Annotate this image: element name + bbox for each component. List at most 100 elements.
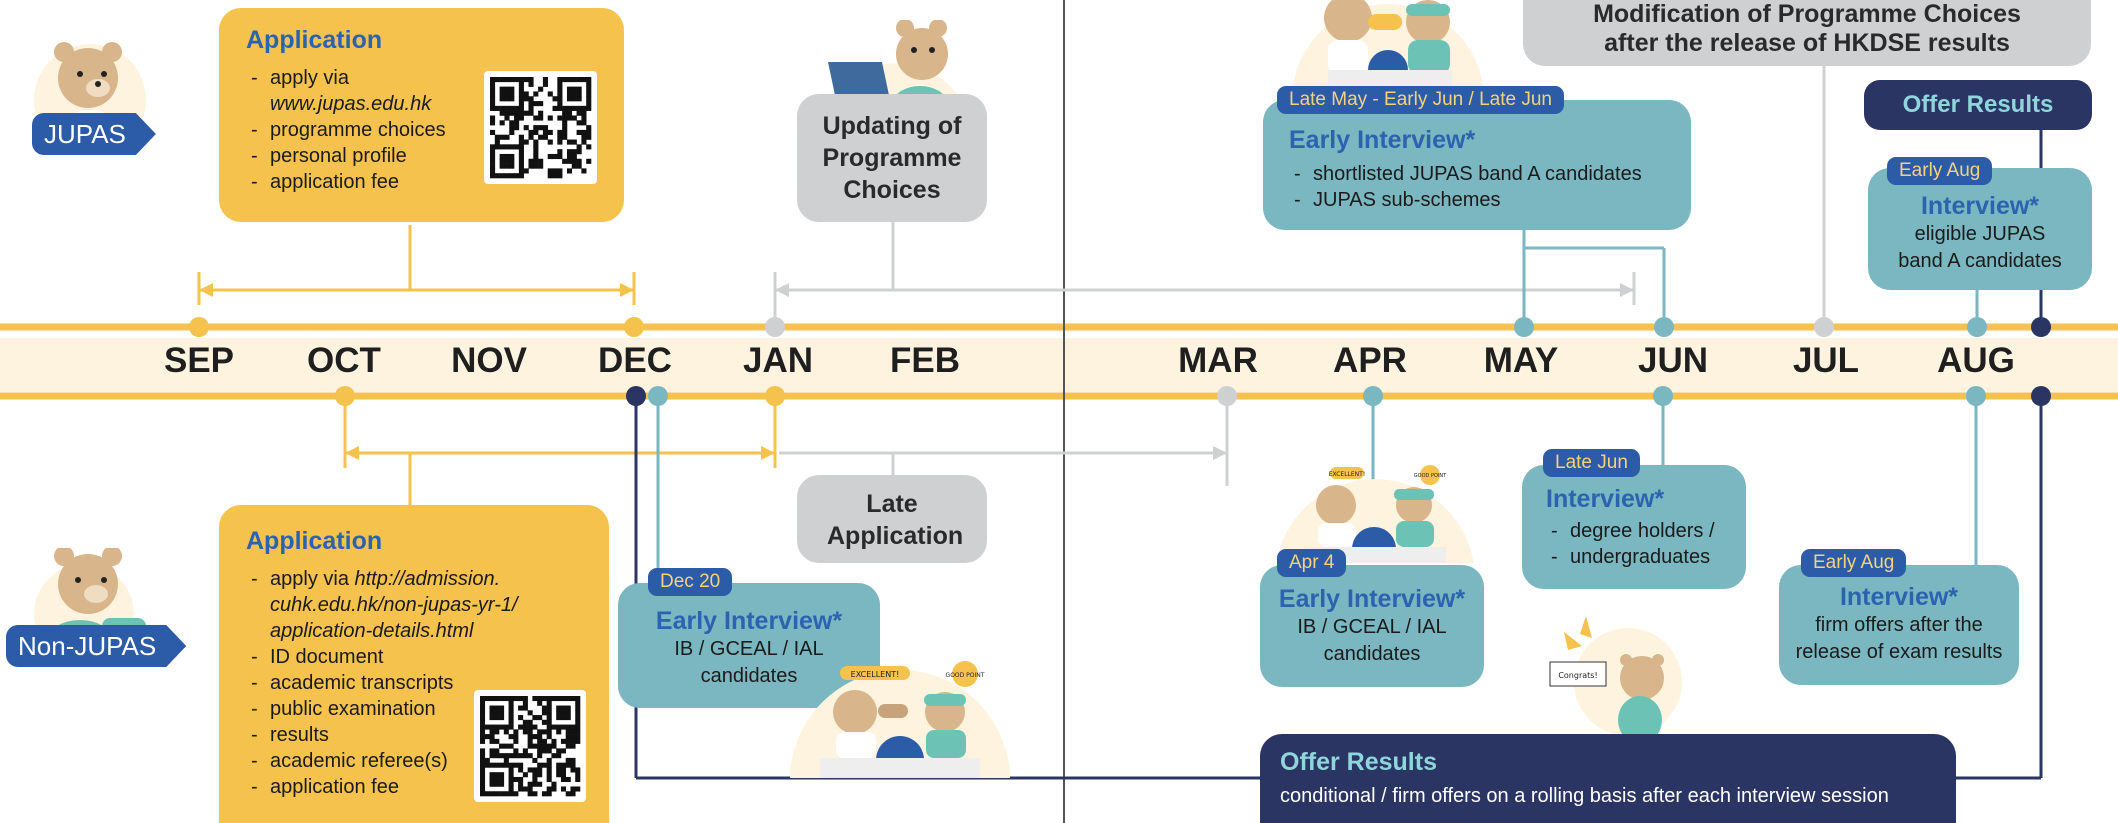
timeline-dot (1363, 386, 1383, 406)
early-interview-dec-title: Early Interview* (655, 607, 843, 635)
list-item: JUPAS sub-schemes (1289, 187, 1691, 213)
interview-jun-list: degree holders / undergraduates (1546, 518, 1746, 570)
updating-choices-box: Updating of Programme Choices (797, 94, 987, 222)
timeline-dot (1217, 386, 1237, 406)
interview-aug-jupas-date: Early Aug (1887, 157, 1993, 185)
timeline-dot (1654, 317, 1674, 337)
interview-aug-nonjupas-box: Interview* firm offers after the release… (1779, 565, 2019, 685)
early-interview-jupas-title: Early Interview* (1289, 126, 1476, 154)
list-item: academic transcripts (246, 670, 609, 696)
early-interview-jupas-box: Early Interview* shortlisted JUPAS band … (1263, 100, 1691, 230)
list-item: degree holders / (1546, 518, 1746, 544)
early-interview-apr-date: Apr 4 (1277, 549, 1347, 577)
offer-results-top-label: Offer Results (1902, 91, 2054, 118)
excellent-bubble-text: EXCELLENT! (1329, 471, 1365, 478)
congrats-sign-text: Congrats! (1558, 671, 1597, 680)
excellent-bubble-text: EXCELLENT! (851, 670, 900, 679)
late-application-box: Late Application (797, 475, 987, 563)
interview-jun-box: Interview* degree holders / undergraduat… (1522, 465, 1746, 589)
good-point-bubble-text: GOOD POINT (1414, 473, 1447, 479)
early-interview-apr-line-1: IB / GCEAL / IAL (1297, 616, 1447, 638)
month-label-may: MAY (1483, 341, 1559, 380)
month-label-nov: NOV (451, 341, 527, 380)
jupas-application-title: Application (246, 26, 383, 54)
month-label-oct: OCT (307, 341, 381, 380)
nonjupas-application-title: Application (246, 527, 383, 555)
updating-choices-label: Updating of Programme Choices (822, 112, 962, 204)
nonjupas-link-line-2[interactable]: cuhk.edu.hk/non-jupas-yr-1/ (270, 594, 518, 616)
early-interview-dec-line-1: IB / GCEAL / IAL (674, 638, 824, 660)
jupas-website-link[interactable]: www.jupas.edu.hk (270, 93, 432, 115)
interview-aug-nonjupas-date: Early Aug (1801, 549, 1907, 577)
early-interview-jupas-date: Late May - Early Jun / Late Jun (1277, 86, 1564, 114)
early-interview-jupas-list: shortlisted JUPAS band A candidates JUPA… (1289, 161, 1691, 213)
interview-aug-nonjupas-line-2: release of exam results (1795, 641, 2003, 663)
early-interview-dec-line-2: candidates (700, 665, 798, 687)
timeline-dot (765, 386, 785, 406)
good-point-bubble-text: GOOD POINT (946, 672, 985, 679)
month-label-mar: MAR (1178, 341, 1258, 380)
modification-line-2: after the release of HKDSE results (1604, 29, 2010, 57)
list-item: personal profile (246, 143, 624, 169)
month-label-jul: JUL (1792, 341, 1860, 380)
nonjupas-link-line-1[interactable]: http://admission. (354, 568, 501, 590)
interview-aug-jupas-line-1: eligible JUPAS (1914, 223, 2046, 245)
month-label-apr: APR (1333, 341, 1407, 380)
timeline-dot (1967, 317, 1987, 337)
interview-aug-jupas-line-2: band A candidates (1898, 250, 2062, 272)
timeline-dot (648, 386, 668, 406)
interview-jun-date: Late Jun (1543, 449, 1640, 477)
month-label-sep: SEP (163, 341, 235, 380)
modification-box: Modification of Programme Choices after … (1523, 0, 2091, 66)
timeline-dot (1514, 317, 1534, 337)
month-label-dec: DEC (598, 341, 672, 380)
late-application-label: Late Application (827, 490, 964, 550)
list-item: application fee (246, 774, 609, 800)
offer-results-bottom-title: Offer Results (1280, 748, 1437, 776)
timeline-dot (189, 317, 209, 337)
nonjupas-link-line-3[interactable]: application-details.html (270, 620, 474, 642)
month-label-aug: AUG (1937, 341, 2015, 380)
timeline-dot (1653, 386, 1673, 406)
interview-illustration-top (1292, 0, 1484, 96)
interview-aug-jupas-title: Interview* (1920, 192, 2040, 220)
timeline-dot (2031, 317, 2051, 337)
offer-results-top-box: Offer Results (1864, 80, 2092, 130)
timeline-dot (1814, 317, 1834, 337)
list-item: application fee (246, 169, 624, 195)
interview-aug-nonjupas-line-1: firm offers after the (1815, 614, 1983, 636)
offer-results-bottom-box: Offer Results conditional / firm offers … (1260, 734, 1956, 823)
nonjupas-qr-code[interactable] (474, 690, 586, 802)
early-interview-apr-line-2: candidates (1323, 643, 1421, 665)
list-item: programme choices (246, 117, 624, 143)
modification-line-1: Modification of Programme Choices (1593, 0, 2021, 28)
timeline-dot (626, 386, 646, 406)
list-item: shortlisted JUPAS band A candidates (1289, 161, 1691, 187)
offer-results-bottom-text: conditional / firm offers on a rolling b… (1280, 785, 1889, 807)
jupas-qr-code[interactable] (484, 71, 597, 184)
nonjupas-track-label: Non-JUPAS (6, 625, 186, 667)
interview-aug-nonjupas-title: Interview* (1839, 583, 1959, 611)
month-label-jun: JUN (1637, 341, 1709, 380)
interview-aug-jupas-box: Interview* eligible JUPAS band A candida… (1868, 168, 2092, 290)
month-label-feb: FEB (890, 341, 960, 380)
timeline-dot (624, 317, 644, 337)
early-interview-dec-box: Early Interview* IB / GCEAL / IAL candid… (618, 583, 880, 708)
list-item: undergraduates (1546, 544, 1746, 570)
list-item-continuation: results (246, 722, 609, 748)
month-label-jan: JAN (742, 341, 814, 380)
early-interview-apr-box: Early Interview* IB / GCEAL / IAL candid… (1260, 565, 1484, 687)
interview-illustration-dec: EXCELLENT! GOOD POINT (790, 661, 1010, 778)
early-interview-apr-title: Early Interview* (1278, 585, 1466, 613)
timeline-dot (335, 386, 355, 406)
timeline-dot (765, 317, 785, 337)
list-item: public examination (246, 696, 609, 722)
timeline-dot (1966, 386, 1986, 406)
nonjupas-application-list: apply via http://admission.cuhk.edu.hk/n… (246, 566, 609, 800)
month-band (0, 338, 2118, 392)
timeline-dot (2031, 386, 2051, 406)
